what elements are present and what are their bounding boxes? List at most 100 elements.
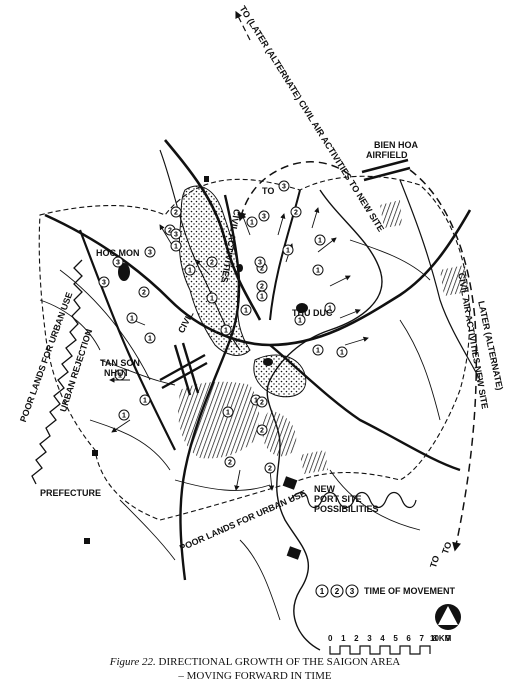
time-marker-label: 3 <box>262 214 266 221</box>
time-marker-circle <box>256 424 268 436</box>
settlement-blobs <box>84 176 308 560</box>
time-marker-circle <box>336 346 348 358</box>
time-marker-circle <box>98 276 110 288</box>
urban-hatch-main <box>178 381 260 459</box>
tan-son-label: TAN SON <box>100 358 140 368</box>
time-marker-label: 1 <box>210 296 214 303</box>
time-marker-label: 1 <box>250 220 254 227</box>
time-marker-label: 3 <box>282 184 286 191</box>
time-marker-label: 1 <box>188 268 192 275</box>
airfield-runways <box>159 342 208 396</box>
time-marker-circle <box>184 264 196 276</box>
time-marker-label: 2 <box>268 466 272 473</box>
time-marker-circle <box>112 256 124 268</box>
time-marker-circle <box>264 462 276 474</box>
river-squiggle <box>289 491 417 509</box>
urban-hatch-5 <box>300 450 328 474</box>
time-marker-circle <box>138 286 150 298</box>
bien-hoa-runways <box>361 158 411 182</box>
urban-hatch-2 <box>262 410 297 457</box>
legend-text: TIME OF MOVEMENT <box>364 586 455 596</box>
time-marker-label: 1 <box>174 244 178 251</box>
time-marker-label: 1 <box>298 318 302 325</box>
time-marker-circle <box>139 394 151 406</box>
time-marker-circle <box>170 240 182 252</box>
time-marker-label: 2 <box>260 284 264 291</box>
scale-bar <box>329 645 431 655</box>
time-marker-circle <box>256 280 268 292</box>
scale-numbers: 0 1 2 3 4 5 6 7 8 9 <box>328 634 454 643</box>
time-marker-label: 1 <box>286 248 290 255</box>
time-marker-label: 1 <box>328 306 332 313</box>
port-site-label: PORT SITE <box>314 494 362 504</box>
time-marker-circle <box>224 456 236 468</box>
urban-hatch-4 <box>440 265 468 296</box>
legend-symbol-3: 3 <box>350 587 355 596</box>
time-marker-circle <box>278 180 290 192</box>
legend-symbol-2: 2 <box>335 587 340 596</box>
time-marker-label: 1 <box>148 336 152 343</box>
time-marker-circle <box>294 314 306 326</box>
route-to-north <box>237 161 351 222</box>
figure-subtitle: – MOVING FORWARD IN TIME <box>178 670 332 682</box>
legend-symbol-1: 1 <box>320 587 325 596</box>
urban-boundary <box>38 175 471 521</box>
time-marker-label: 1 <box>316 348 320 355</box>
time-marker-label: 2 <box>210 260 214 267</box>
time-marker-circle <box>314 234 326 246</box>
time-marker-label: 1 <box>130 316 134 323</box>
time-marker-label: 1 <box>244 308 248 315</box>
figure-caption: Figure 22. DIRECTIONAL GROWTH OF THE SAI… <box>0 656 510 668</box>
scale-unit: 10KM <box>430 634 452 643</box>
time-marker-circle <box>220 324 232 336</box>
to-top-label: TO <box>262 186 275 196</box>
time-marker-circle <box>246 216 258 228</box>
time-marker-circle <box>206 292 218 304</box>
legend-symbols: 1 2 3 <box>315 584 359 598</box>
time-marker-label: 2 <box>142 290 146 297</box>
river-branch <box>399 179 481 381</box>
time-marker-label: 3 <box>174 232 178 239</box>
time-marker-circle <box>312 264 324 276</box>
time-marker-label: 1 <box>143 398 147 405</box>
time-marker-circle <box>118 409 130 421</box>
saigon-river <box>266 189 383 651</box>
time-marker-label: 2 <box>260 428 264 435</box>
urban-rejection-line <box>31 259 83 485</box>
main-road-4 <box>78 229 176 451</box>
time-marker-label: 1 <box>316 268 320 275</box>
possibilities-label: POSSIBILITIES <box>314 504 379 514</box>
time-marker-circle <box>254 256 266 268</box>
time-marker-label: 2 <box>228 460 232 467</box>
time-marker-circle <box>312 344 324 356</box>
time-marker-circle <box>256 396 268 408</box>
time-marker-label: 1 <box>254 398 258 405</box>
bien-hoa-label: BIEN HOA <box>374 140 419 150</box>
secondary-roads <box>39 239 441 621</box>
time-marker-circle <box>324 302 336 314</box>
time-marker-circle <box>170 228 182 240</box>
time-marker-label: 2 <box>260 266 264 273</box>
growth-arrows <box>109 207 369 491</box>
time-marker-circle <box>282 244 294 256</box>
time-marker-label: 1 <box>318 238 322 245</box>
time-marker-circle <box>170 206 182 218</box>
route-to-topright <box>235 10 251 41</box>
thu-duc-label: THU DUC <box>292 308 333 318</box>
time-marker-label: 3 <box>116 260 120 267</box>
figure-title: DIRECTIONAL GROWTH OF THE SAIGON AREA <box>158 656 401 668</box>
time-marker-label: 2 <box>168 228 172 235</box>
time-marker-circle <box>144 332 156 344</box>
hoc-mon-label: HOC MON <box>96 248 140 258</box>
time-marker-circle <box>290 206 302 218</box>
time-marker-circle <box>258 210 270 222</box>
main-road-2 <box>44 209 472 347</box>
north-arrow-icon <box>435 604 461 630</box>
time-marker-label: 3 <box>148 250 152 257</box>
prefecture-label: PREFECTURE <box>40 488 102 498</box>
time-marker-label: 3 <box>102 280 106 287</box>
time-marker-label: 3 <box>258 260 262 267</box>
nhut-label: NHUT <box>104 368 129 378</box>
